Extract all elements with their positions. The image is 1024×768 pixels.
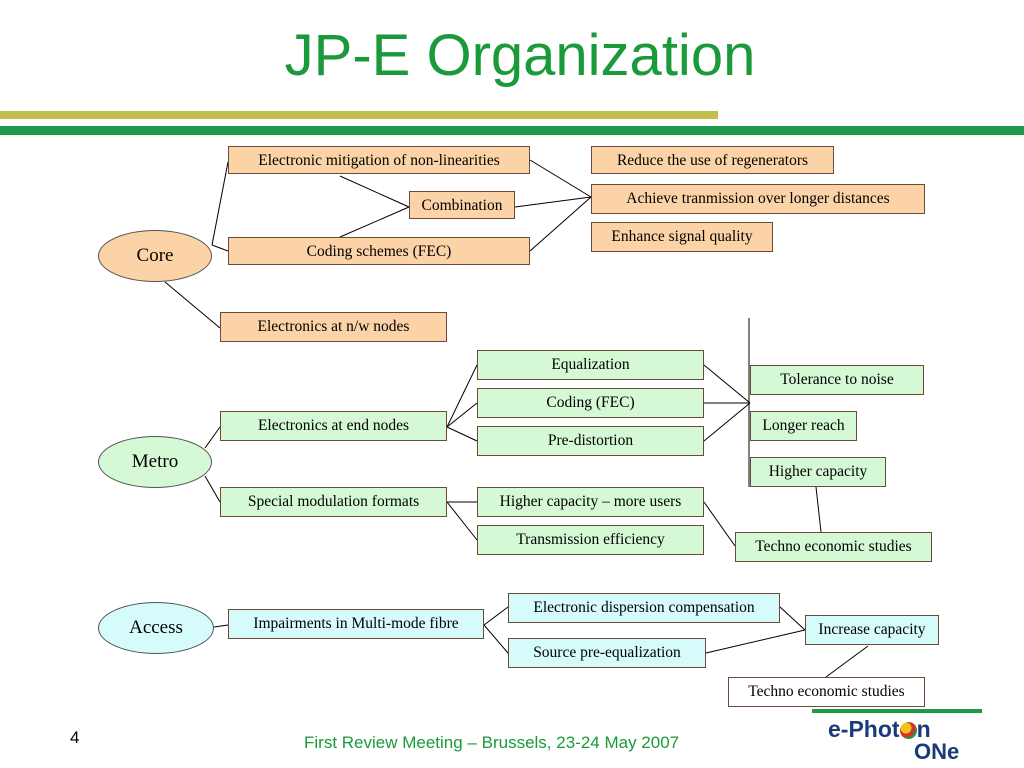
connector-line: [446, 501, 478, 541]
access-category: Access: [98, 602, 214, 654]
core-item-nw-nodes: Electronics at n/w nodes: [220, 312, 447, 342]
connector-line: [483, 624, 509, 654]
metro-item-modulation: Special modulation formats: [220, 487, 447, 517]
metro-goal-techno: Techno economic studies: [735, 532, 932, 562]
connector-line: [705, 629, 806, 654]
footer-text: First Review Meeting – Brussels, 23-24 M…: [304, 733, 680, 752]
logo-text-part2: n: [916, 716, 931, 742]
ephoton-logo: e-Phot n ONe: [828, 716, 960, 764]
logo-text-part1: e-Phot: [828, 716, 900, 742]
metro-goal-noise: Tolerance to noise: [750, 365, 924, 395]
access-goal-techno: Techno economic studies: [728, 677, 925, 707]
core-goal-signal: Enhance signal quality: [591, 222, 773, 252]
access-technique-dispersion: Electronic dispersion compensation: [508, 593, 780, 623]
connector-line: [213, 624, 229, 628]
connector-line: [211, 161, 229, 246]
access-item-multimode: Impairments in Multi-mode fibre: [228, 609, 484, 639]
connector-line: [703, 364, 751, 404]
connector-line: [204, 426, 221, 449]
connector-line: [483, 606, 509, 626]
connector-line: [446, 402, 478, 428]
metro-goal-capacity: Higher capacity: [750, 457, 886, 487]
core-goal-regenerators: Reduce the use of regenerators: [591, 146, 834, 174]
metro-technique-predistortion: Pre-distortion: [477, 426, 704, 456]
core-category: Core: [98, 230, 212, 282]
connector-line: [529, 159, 592, 198]
core-item-mitigation: Electronic mitigation of non-linearities: [228, 146, 530, 174]
connector-line: [446, 426, 478, 442]
connector-line: [164, 281, 221, 329]
access-goal-capacity: Increase capacity: [805, 615, 939, 645]
title-underline-green: [0, 126, 1024, 135]
metro-technique-coding: Coding (FEC): [477, 388, 704, 418]
core-item-combination: Combination: [409, 191, 515, 219]
connector-line: [204, 475, 221, 503]
connector-line: [211, 244, 229, 252]
core-item-coding: Coding schemes (FEC): [228, 237, 530, 265]
connector-line: [779, 606, 806, 631]
connector-line: [446, 364, 478, 428]
connector-line: [514, 196, 592, 208]
metro-category: Metro: [98, 436, 212, 488]
metro-technique-higher-capacity: Higher capacity – more users: [477, 487, 704, 517]
connector-line: [339, 206, 410, 238]
connector-line: [703, 402, 751, 442]
connector-line: [339, 175, 410, 208]
connector-line: [529, 196, 592, 252]
metro-item-end-nodes: Electronics at end nodes: [220, 411, 447, 441]
globe-icon: [899, 722, 917, 739]
access-technique-preequalization: Source pre-equalization: [508, 638, 706, 668]
page-title: JP-E Organization: [284, 23, 756, 88]
logo-underline: [812, 709, 982, 713]
connector-line: [815, 486, 822, 533]
metro-goal-reach: Longer reach: [750, 411, 857, 441]
page-number: 4: [70, 728, 80, 747]
logo-text-line2: ONe: [914, 739, 960, 764]
title-underline-olive: [0, 111, 718, 119]
metro-technique-equalization: Equalization: [477, 350, 704, 380]
connector-line: [825, 645, 869, 678]
metro-technique-efficiency: Transmission efficiency: [477, 525, 704, 555]
connector-line: [703, 501, 736, 547]
core-goal-distances: Achieve tranmission over longer distance…: [591, 184, 925, 214]
